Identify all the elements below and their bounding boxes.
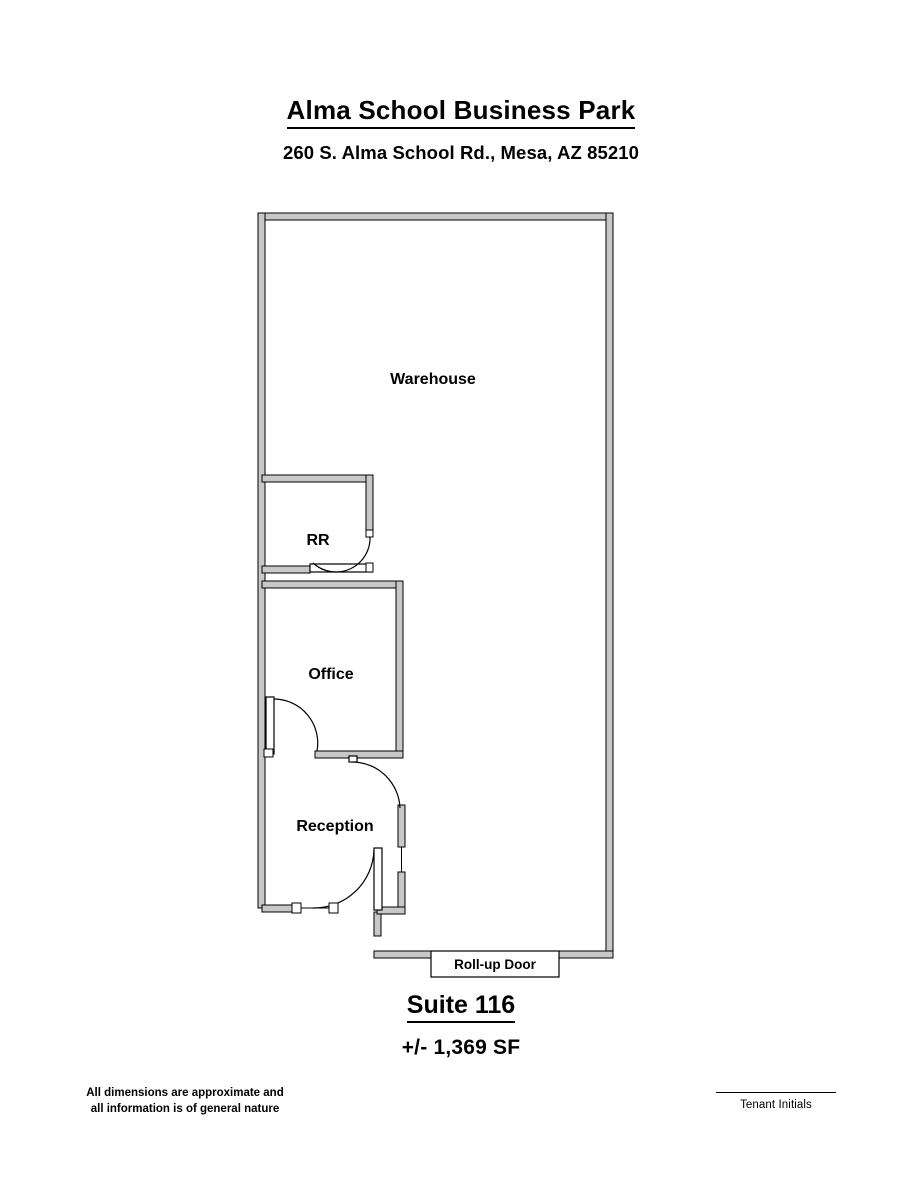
wall-exterior-top	[257, 212, 614, 221]
page-header: Alma School Business Park 260 S. Alma Sc…	[0, 95, 922, 164]
wall-bottom-left-segment	[373, 950, 432, 959]
wall-rr-right	[365, 474, 374, 535]
door-leaf-reception-entry	[373, 847, 383, 911]
wall-office-bottom	[314, 750, 404, 759]
wall-exterior-right	[605, 212, 614, 959]
door-leaf-reception-north	[348, 755, 358, 763]
door-jamb-reception-right	[328, 902, 339, 914]
suite-summary: Suite 116 +/- 1,369 SF	[0, 991, 922, 1060]
room-label-warehouse: Warehouse	[390, 371, 476, 388]
disclaimer-text: All dimensions are approximate and all i…	[60, 1086, 310, 1117]
wall-reception-right-upper	[397, 804, 406, 848]
property-address: 260 S. Alma School Rd., Mesa, AZ 85210	[282, 141, 640, 163]
tenant-initials-line[interactable]	[716, 1092, 836, 1093]
floor-plan-drawing: Roll-up Door RR	[0, 200, 922, 990]
room-reception: Reception	[261, 755, 406, 915]
roll-up-door: Roll-up Door	[430, 950, 560, 978]
door-leaf-office	[265, 696, 275, 755]
wall-office-right	[395, 580, 404, 759]
room-warehouse: Warehouse	[390, 371, 476, 388]
wall-reception-bottom-left	[261, 904, 295, 913]
disclaimer-line-1: All dimensions are approximate and	[86, 1087, 284, 1099]
roll-up-door-box	[430, 950, 560, 978]
disclaimer-line-2: all information is of general nature	[90, 1102, 280, 1115]
door-jamb-restroom-top	[365, 529, 374, 538]
door-jamb-office-left	[263, 748, 274, 758]
room-label-reception: Reception	[296, 818, 373, 835]
door-swing-restroom	[312, 535, 371, 573]
wall-exterior-left	[257, 212, 266, 909]
door-swing-reception-entry	[312, 849, 375, 909]
suite-area: +/- 1,369 SF	[401, 1035, 521, 1059]
wall-reception-bottom-stub	[373, 911, 382, 937]
roll-up-door-label: Roll-up Door	[454, 957, 536, 972]
tenant-initials-label: Tenant Initials	[740, 1099, 812, 1111]
room-office: Office	[261, 580, 404, 759]
floor-plan-svg: Roll-up Door RR	[257, 212, 614, 978]
tenant-initials-block: Tenant Initials	[706, 1092, 846, 1111]
wall-rr-bottom	[261, 565, 311, 574]
wall-rr-top	[261, 474, 374, 483]
room-label-restroom: RR	[306, 532, 330, 549]
wall-office-top	[261, 580, 404, 589]
suite-name: Suite 116	[406, 991, 516, 1023]
page-title: Alma School Business Park	[286, 95, 636, 129]
door-swing-reception-north	[352, 761, 401, 809]
door-jamb-restroom-bottom	[365, 562, 374, 573]
wall-bottom-right-segment	[557, 950, 614, 959]
room-label-office: Office	[308, 666, 353, 683]
floor-area	[258, 213, 613, 966]
door-swing-office	[273, 698, 319, 752]
room-restroom: RR	[261, 474, 374, 574]
door-jamb-reception-left	[291, 902, 302, 914]
